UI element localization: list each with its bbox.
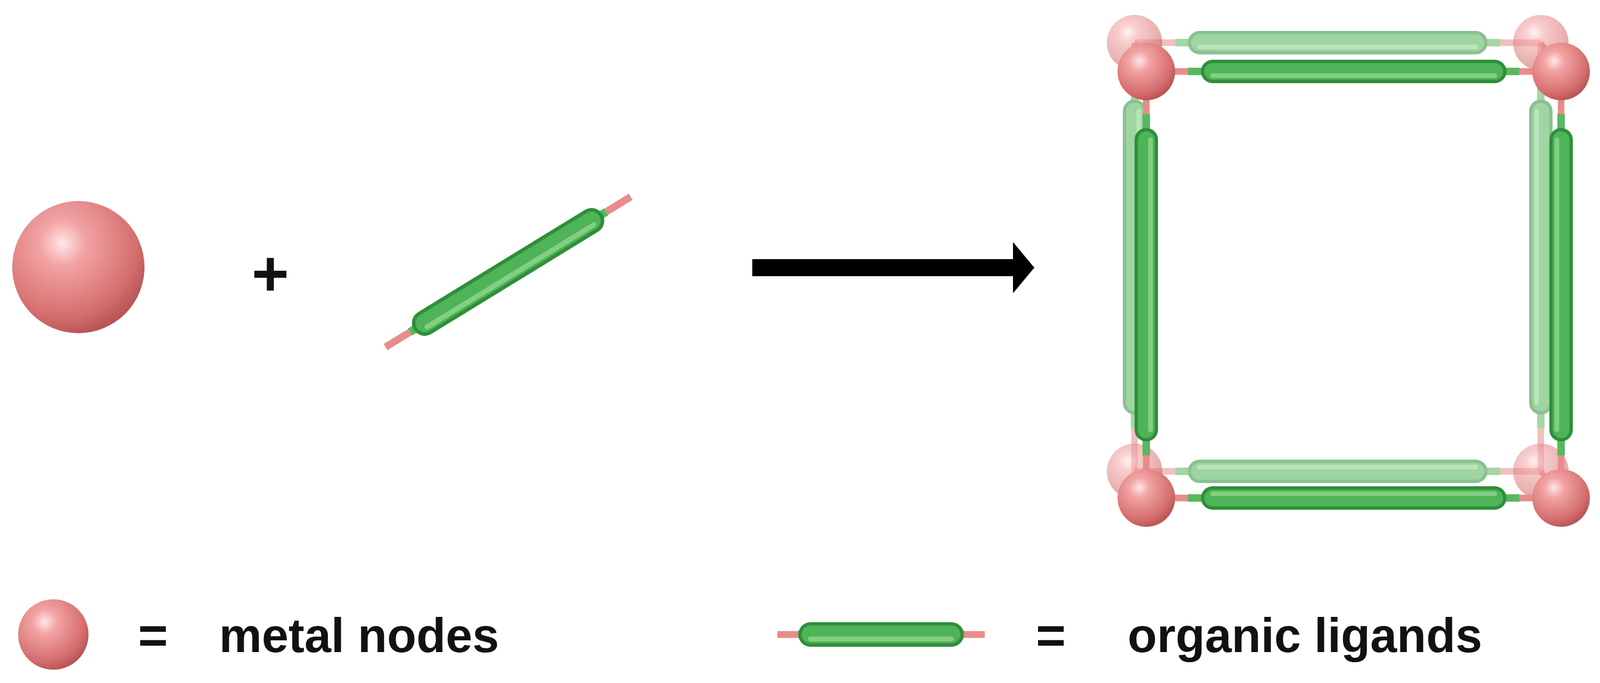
- legend-node-sample: [18, 599, 89, 670]
- metal-node-sphere: [12, 200, 145, 334]
- framework-ligand-front: [1556, 71, 1562, 498]
- plus-sign: +: [251, 241, 289, 306]
- framework-node-front: [1117, 469, 1176, 527]
- framework-node-front: [1532, 42, 1590, 101]
- organic-ligand-rod: [385, 196, 631, 348]
- reaction-arrow: [752, 242, 1035, 294]
- framework-ligand-front: [1146, 493, 1562, 498]
- framework-node-front: [1117, 42, 1176, 101]
- framework-ligand-front: [1146, 71, 1562, 76]
- framework-ligand-back: [1536, 42, 1541, 472]
- legend-text: organic ligands: [1127, 611, 1483, 660]
- legend-text: metal nodes: [219, 611, 500, 660]
- framework-node-front: [1532, 469, 1590, 527]
- framework-ligand-back: [1134, 467, 1541, 472]
- framework-ligand-back: [1134, 42, 1541, 47]
- equals-sign: =: [138, 609, 168, 662]
- mof-framework: [1106, 14, 1590, 527]
- legend-ligand-sample: [777, 634, 985, 639]
- equals-sign: =: [1035, 609, 1066, 662]
- framework-ligand-front: [1146, 71, 1151, 498]
